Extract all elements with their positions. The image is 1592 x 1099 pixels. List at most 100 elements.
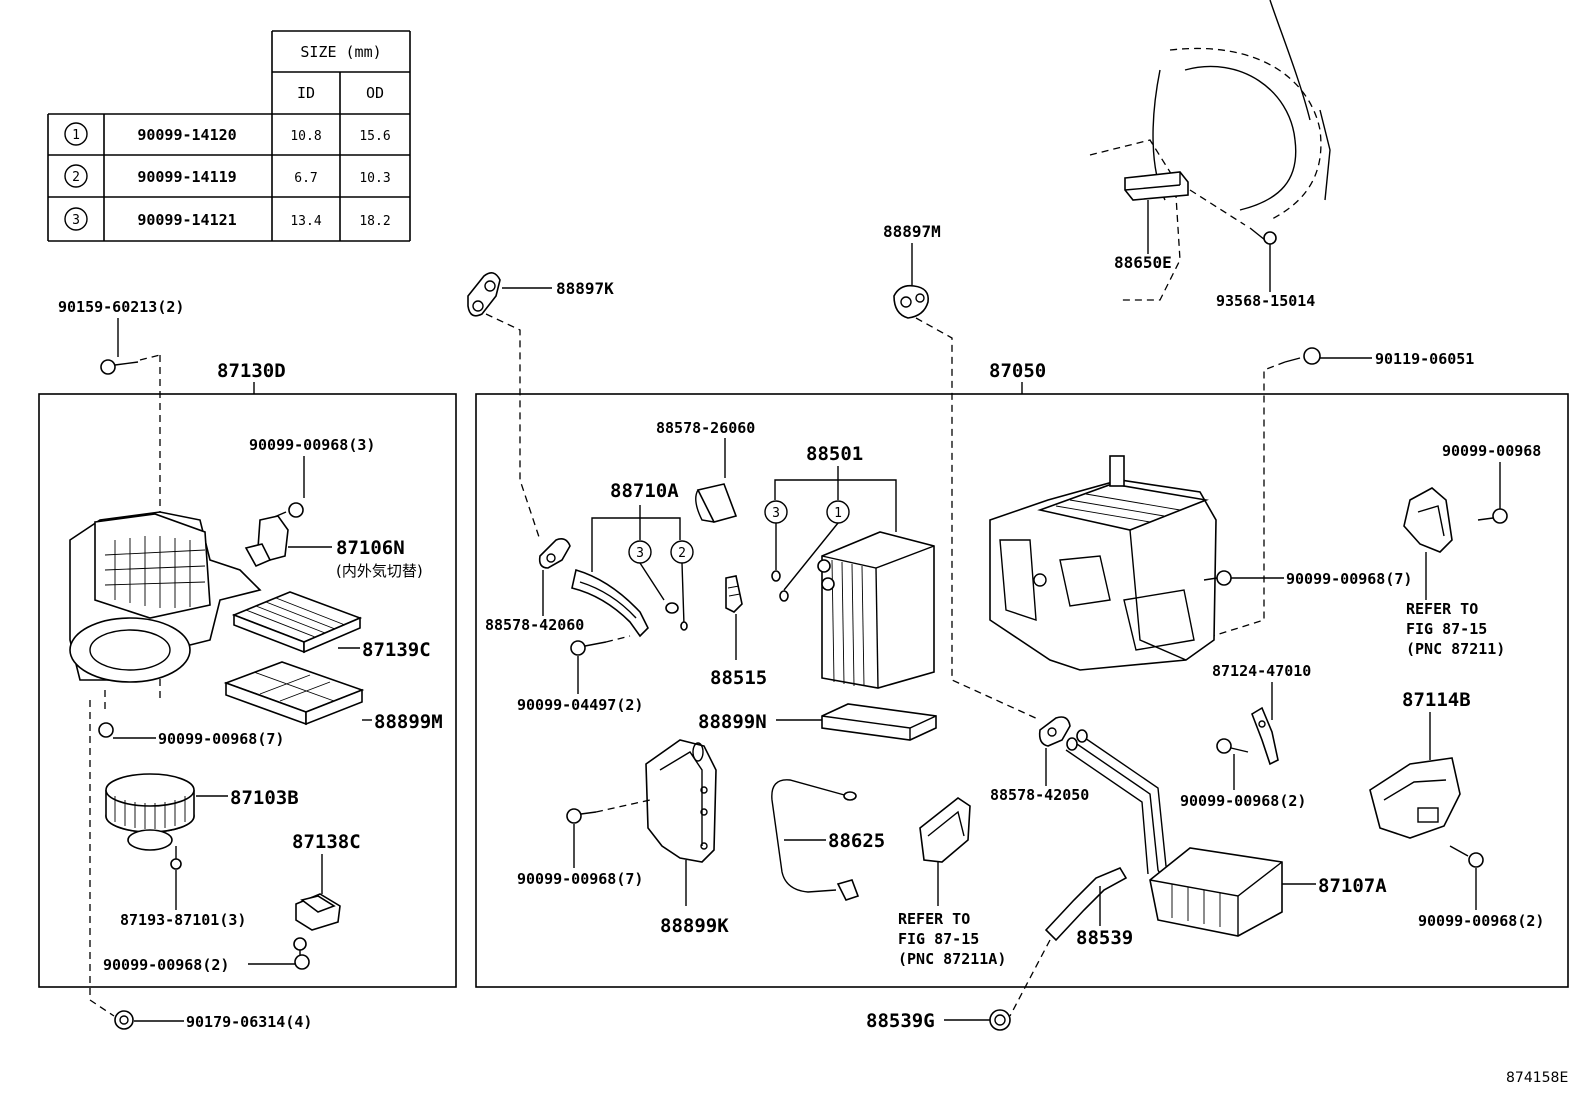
part-duct-87211A bbox=[919, 797, 971, 906]
nut-90179-06314 bbox=[89, 700, 184, 1030]
row2-part: 90099-14119 bbox=[137, 168, 236, 186]
label-90159-60213: 90159-60213(2) bbox=[58, 298, 184, 316]
part-88899M bbox=[223, 661, 372, 726]
label-88539: 88539 bbox=[1076, 927, 1133, 949]
part-87107A bbox=[1065, 729, 1316, 937]
part-88897M: 88897M bbox=[883, 222, 1041, 721]
part-88897K bbox=[467, 272, 552, 541]
bolt-90099-04497 bbox=[570, 635, 631, 694]
row2-od: 10.3 bbox=[359, 171, 390, 186]
label-88515: 88515 bbox=[710, 667, 767, 689]
label-87138C: 87138C bbox=[292, 831, 361, 853]
row1-od: 15.6 bbox=[359, 129, 390, 144]
part-88625 bbox=[771, 779, 860, 901]
note-87106N: (内外気切替) bbox=[336, 562, 423, 580]
bolt-90099-00968-2a bbox=[248, 937, 310, 970]
part-88710A: 3 2 bbox=[571, 505, 694, 638]
row3-id: 13.4 bbox=[290, 214, 321, 229]
ref-a-line3: (PNC 87211A) bbox=[898, 950, 1006, 968]
ref-b-line1: REFER TO bbox=[1406, 600, 1478, 618]
part-88539 bbox=[1009, 866, 1128, 1017]
row3-part: 90099-14121 bbox=[137, 211, 236, 229]
size-header: SIZE (mm) bbox=[300, 43, 381, 61]
row1-num: 1 bbox=[72, 128, 80, 143]
label-93568-15014: 93568-15014 bbox=[1216, 292, 1315, 310]
part-87103B bbox=[105, 773, 228, 851]
label-88625: 88625 bbox=[828, 830, 885, 852]
bolt-90099-00968-2b bbox=[1216, 738, 1249, 790]
label-88650E: 88650E bbox=[1114, 253, 1172, 272]
label-90099-00968: 90099-00968 bbox=[1442, 442, 1541, 460]
label-90099-04497: 90099-04497(2) bbox=[517, 696, 643, 714]
part-88501: 3 1 bbox=[764, 466, 935, 689]
label-88501: 88501 bbox=[806, 443, 863, 465]
label-88899M: 88899M bbox=[374, 711, 443, 733]
part-87114B bbox=[1369, 712, 1461, 839]
label-90179-06314: 90179-06314(4) bbox=[186, 1013, 312, 1031]
part-87050-case bbox=[989, 455, 1217, 671]
bolt-90099-00968-7a bbox=[98, 690, 156, 739]
label-87107A: 87107A bbox=[1318, 875, 1387, 897]
label-88578-42050: 88578-42050 bbox=[990, 786, 1089, 804]
label-88710A: 88710A bbox=[610, 480, 679, 502]
part-87106N bbox=[244, 456, 332, 568]
screw-87193-87101 bbox=[170, 846, 182, 910]
part-87124-47010 bbox=[1251, 682, 1279, 766]
row2-id: 6.7 bbox=[294, 171, 317, 186]
row1-id: 10.8 bbox=[290, 129, 321, 144]
figure-id: 874158E bbox=[1506, 1070, 1568, 1086]
size-table: SIZE (mm) ID OD 1 90099-14120 10.8 15.6 … bbox=[47, 30, 411, 242]
label-87124-47010: 87124-47010 bbox=[1212, 662, 1311, 680]
callout-circle-2 bbox=[64, 164, 88, 188]
col-od-header: OD bbox=[366, 84, 384, 102]
row1-part: 90099-14120 bbox=[137, 126, 236, 144]
label-90099-00968-2c: 90099-00968(2) bbox=[1418, 912, 1544, 930]
part-88539G bbox=[944, 1009, 1011, 1031]
label-90099-00968-7c: 90099-00968(7) bbox=[1286, 570, 1412, 588]
ref-b-line2: FIG 87-15 bbox=[1406, 620, 1487, 638]
label-87106N: 87106N bbox=[336, 537, 405, 559]
part-88650E bbox=[1124, 171, 1189, 254]
label-88899N: 88899N bbox=[698, 711, 767, 733]
ref-a-line1: REFER TO bbox=[898, 910, 970, 928]
label-88897M: 88897M bbox=[883, 222, 941, 241]
label-87114B: 87114B bbox=[1402, 689, 1471, 711]
part-88578-42060 bbox=[538, 538, 571, 616]
callout-circle-3 bbox=[64, 207, 88, 231]
ref-a-line2: FIG 87-15 bbox=[898, 930, 979, 948]
label-90099-00968-7a: 90099-00968(7) bbox=[158, 730, 284, 748]
bolt-90099-00968-7c bbox=[1203, 570, 1284, 586]
bolt-90119-06051 bbox=[1199, 347, 1372, 641]
label-87130D: 87130D bbox=[217, 360, 286, 382]
callout-circle-1 bbox=[64, 122, 88, 146]
part-87211 bbox=[1403, 462, 1508, 600]
bolt-90099-00968-2c bbox=[1449, 845, 1484, 910]
label-88578-26060: 88578-26060 bbox=[656, 419, 755, 437]
label-87050: 87050 bbox=[989, 360, 1046, 382]
callout-3b-text: 3 bbox=[772, 506, 780, 521]
label-88539G: 88539G bbox=[866, 1010, 935, 1032]
callout-1b-text: 1 bbox=[834, 506, 842, 521]
label-90099-00968-2a: 90099-00968(2) bbox=[103, 956, 229, 974]
ref-b-line3: (PNC 87211) bbox=[1406, 640, 1505, 658]
label-90099-00968-7b: 90099-00968(7) bbox=[517, 870, 643, 888]
callout-2a-text: 2 bbox=[678, 546, 686, 561]
part-88578-26060 bbox=[695, 438, 738, 523]
label-87139C: 87139C bbox=[362, 639, 431, 661]
part-blower-housing bbox=[69, 511, 262, 683]
label-90119-06051: 90119-06051 bbox=[1375, 350, 1474, 368]
label-88899K: 88899K bbox=[660, 915, 729, 937]
part-88899N bbox=[776, 703, 937, 741]
assembly-box-87130D bbox=[38, 393, 457, 988]
label-90099-00968-2b: 90099-00968(2) bbox=[1180, 792, 1306, 810]
part-93568-15014 bbox=[1189, 189, 1277, 292]
row2-num: 2 bbox=[72, 170, 80, 185]
col-id-header: ID bbox=[297, 84, 315, 102]
part-88899K bbox=[645, 739, 717, 906]
bolt-90099-00968-7b bbox=[566, 799, 651, 868]
label-88897K: 88897K bbox=[556, 279, 614, 298]
label-88578-42060: 88578-42060 bbox=[485, 616, 584, 634]
label-87103B: 87103B bbox=[230, 787, 299, 809]
part-87138C bbox=[295, 854, 341, 931]
